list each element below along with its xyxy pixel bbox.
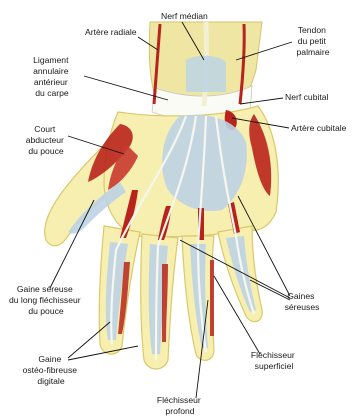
label-tendon-petit-palmaire: Tendon du petit palmaire: [297, 25, 330, 57]
label-nerf-cubital: Nerf cubital: [285, 92, 329, 102]
label-court-abducteur: Court abducteur du pouce: [26, 124, 67, 156]
label-artere-cubitale: Artère cubitale: [291, 123, 347, 133]
label-flechisseur-superficiel: Fléchisseur superficiel: [251, 350, 297, 371]
label-flechisseur-profond: Fléchisseur profond: [157, 395, 203, 416]
label-artere-radiale: Artère radiale: [85, 27, 137, 37]
forearm: [149, 22, 262, 121]
label-ligament-annulaire: Ligament annulaire antérieur du carpe: [33, 55, 71, 98]
label-gaine-osteo-fibreuse: Gaine ostéo-fibreuse digitale: [23, 354, 80, 386]
finger-muscle-3: [210, 260, 214, 336]
hand: [45, 106, 278, 369]
label-nerf-median: Nerf médian: [161, 11, 208, 21]
forearm-sheath: [186, 56, 226, 92]
label-gaine-sereuse-pouce: Gaine séreuse du long fléchisseur du pou…: [9, 284, 83, 316]
label-gaines-sereuses: Gaines séreuses: [285, 291, 320, 312]
